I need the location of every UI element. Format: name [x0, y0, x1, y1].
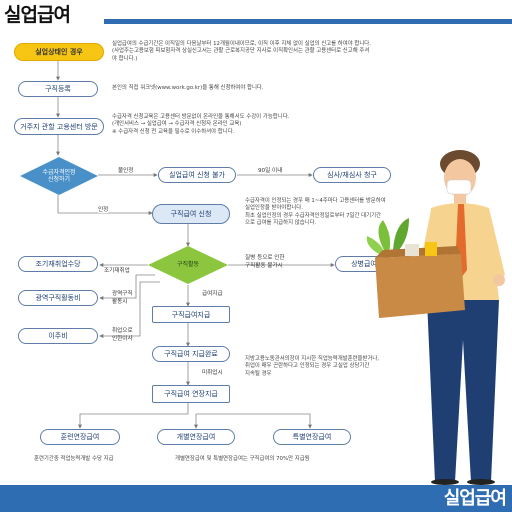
footer-title: 실업급여: [443, 488, 507, 509]
registration-box: 구직등록: [18, 81, 98, 97]
person-holding-box-illustration: [366, 150, 505, 485]
note-visit: 수급자격 신청교육은 고용센터 방문없이 온라인을 통해서도 수강이 가능합니다…: [112, 114, 290, 135]
note-registration: 본인의 직접 워크넷(www.work.go.kr)을 통해 신청하여야 합니다…: [112, 85, 264, 91]
page-title: 실업급여: [4, 4, 71, 26]
note-top: 실업급여의 수급기간은 이직일의 다음날부터 12개월이내이므로, 이직 이후 …: [112, 41, 371, 62]
review-request-box: 심사/재심사 청구: [313, 167, 391, 183]
special-ext-box: 특별연장급여: [273, 429, 351, 445]
individual-ext-box: 개별연장급여: [157, 429, 235, 445]
job-seeking-ext-box: 구직급여 연장지급: [152, 385, 230, 403]
label-not-employed: 미취업시: [202, 368, 223, 376]
eligibility-label: 수급자격인정 신청하기: [42, 168, 76, 183]
label-not-recognized: 불인정: [118, 166, 134, 174]
note-extension: 지방고용노동관서의장이 지시한 직업능력개발훈련을받거나,취업이 매우 곤란하다…: [245, 356, 380, 377]
training-ext-box: 훈련연장급여: [40, 429, 120, 445]
footer-bar: [0, 485, 512, 512]
title-underline: [104, 19, 512, 24]
job-seeking-apply-box: 구직급여 신청: [152, 204, 230, 224]
unemployment-state-box: 실업상태인 경우: [14, 43, 104, 61]
note-bottom-left: 훈련기간중 적업능력개발 수당 지급: [34, 456, 114, 462]
label-pay: 급여지급: [202, 289, 223, 297]
job-seeking-end-box: 구직급여 지급완료: [152, 346, 230, 362]
early-reemployment-box: 조기재취업수당: [18, 256, 98, 272]
relocation-box: 이주비: [18, 328, 98, 344]
label-90-days: 90일 이내: [258, 166, 283, 174]
label-recognized: 인정: [98, 205, 109, 213]
wide-area-job-box: 광역구직활동비: [18, 290, 98, 306]
note-bottom-right: 개별연장급여 및 특별연장급여는 구직급여의 70%만 지급됨: [175, 456, 310, 462]
job-seeking-pay-box: 구직급여지급: [152, 306, 230, 323]
cannot-apply-box: 실업급여 신청 불가: [158, 167, 236, 183]
label-early-reemployment: 조기재취업: [104, 266, 130, 274]
visit-center-box: 거주지 관할 고용센터 방문: [14, 118, 104, 135]
activity-label: 구직활동: [176, 261, 200, 269]
